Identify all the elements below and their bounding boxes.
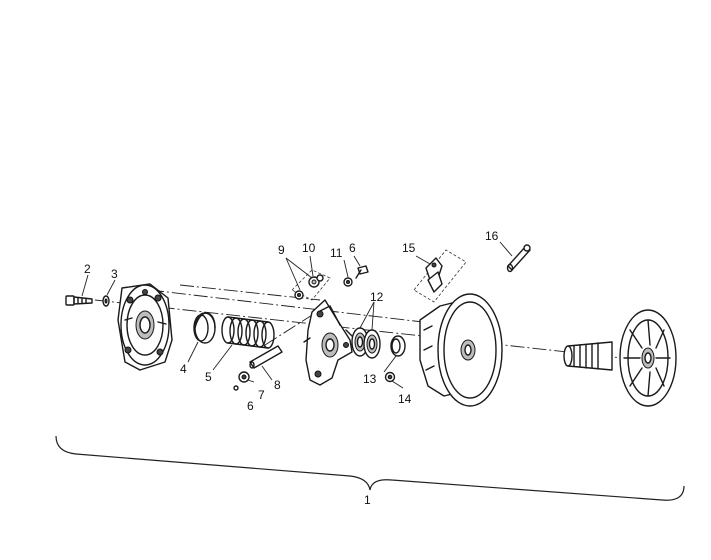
roller-part-10 bbox=[308, 274, 324, 288]
callout-2: 2 bbox=[84, 262, 91, 276]
callout-7: 7 bbox=[258, 388, 265, 402]
callout-12: 12 bbox=[370, 290, 384, 304]
assembly-brace bbox=[55, 435, 685, 501]
bolt-part-2 bbox=[65, 295, 93, 306]
spacer-part-13 bbox=[390, 335, 406, 357]
roller-part-9 bbox=[291, 269, 331, 301]
nut-part-7 bbox=[238, 371, 250, 383]
callout-5: 5 bbox=[205, 370, 212, 384]
callout-1: 1 bbox=[364, 493, 371, 507]
fixed-sheave bbox=[419, 293, 503, 407]
callout-9: 9 bbox=[278, 243, 285, 257]
nut-part-14 bbox=[384, 371, 396, 383]
callout-16: 16 bbox=[485, 229, 499, 243]
washer-part-6-lower bbox=[233, 385, 239, 391]
callout-4: 4 bbox=[180, 362, 187, 376]
callout-13: 13 bbox=[363, 372, 377, 386]
callout-14: 14 bbox=[398, 392, 412, 406]
fan-shaft bbox=[563, 309, 677, 407]
callout-6-lower: 6 bbox=[247, 399, 254, 413]
washer-part-3 bbox=[102, 295, 110, 307]
nut-part-11 bbox=[343, 277, 353, 287]
spring-part-5 bbox=[221, 316, 275, 349]
callout-8: 8 bbox=[274, 378, 281, 392]
callout-10: 10 bbox=[302, 241, 316, 255]
bushing-part-4 bbox=[193, 312, 216, 344]
callout-6-upper: 6 bbox=[349, 241, 356, 255]
bolt-part-6-upper bbox=[355, 265, 369, 279]
callout-11: 11 bbox=[330, 246, 343, 260]
weight-part-15 bbox=[413, 249, 467, 303]
callout-15: 15 bbox=[402, 241, 416, 255]
leader-lines bbox=[81, 241, 513, 389]
spider-assembly bbox=[303, 299, 353, 386]
cover-plate bbox=[117, 283, 173, 371]
pin-part-8 bbox=[249, 345, 283, 369]
callout-labels: 1 2 3 4 5 6 7 8 9 10 11 6 12 13 14 15 16 bbox=[84, 229, 499, 507]
pin-part-16 bbox=[506, 244, 531, 273]
callout-3: 3 bbox=[111, 267, 118, 281]
bearing-part-12 bbox=[351, 327, 381, 359]
